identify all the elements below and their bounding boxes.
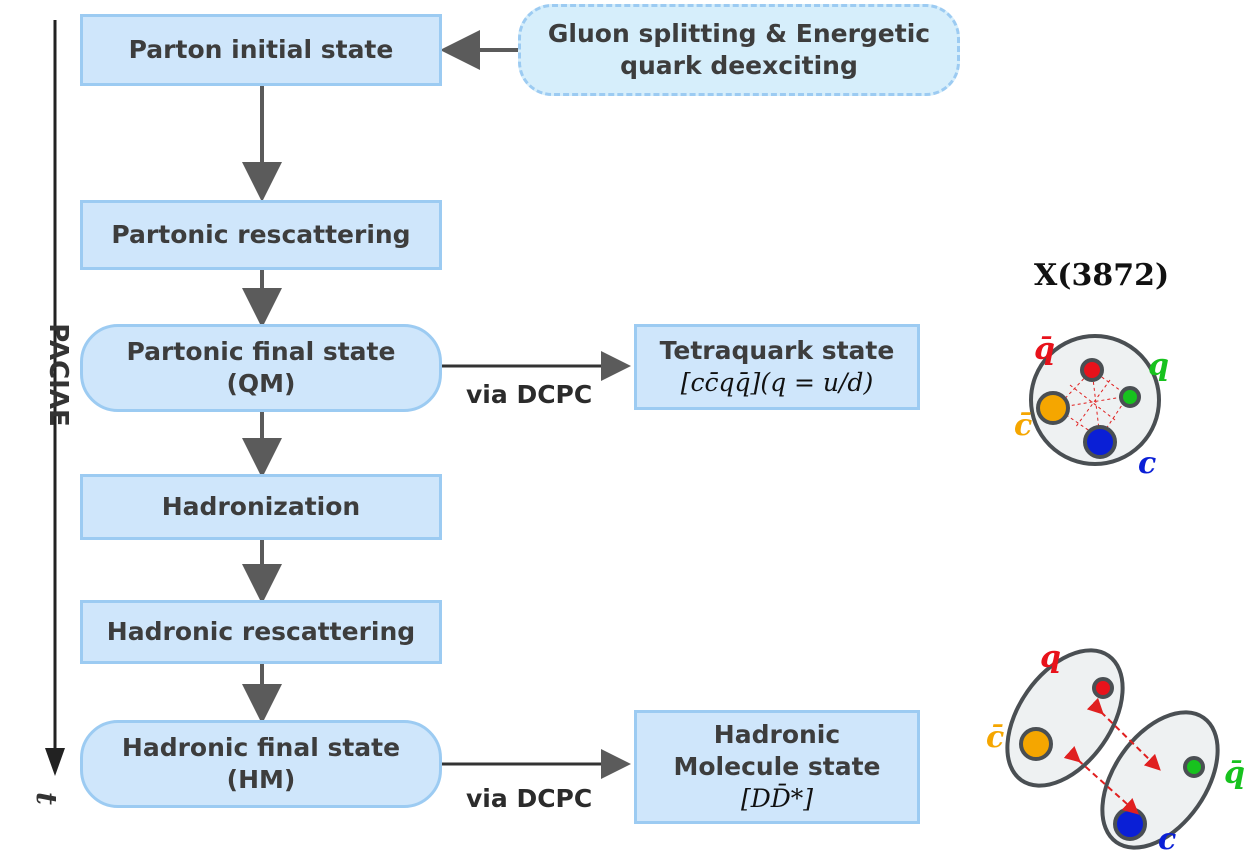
- qbar-dot-bottom: [1183, 756, 1205, 778]
- label-q-top: q: [1148, 348, 1169, 383]
- partonic-final-state-line2: (QM): [226, 369, 296, 398]
- tetraquark-state-box: Tetraquark state [cc̄qq̄](q = u/d): [634, 324, 920, 410]
- hadronic-final-state-box: Hadronic final state (HM): [80, 720, 442, 808]
- label-cbar-bottom: c̄: [986, 720, 1005, 755]
- gluon-splitting-line2: quark deexciting: [620, 51, 858, 80]
- molecule-title-line2: Molecule state: [673, 752, 881, 781]
- axis-label-paciae: PACIAE: [43, 323, 73, 427]
- parton-initial-state-text: Parton initial state: [128, 35, 394, 64]
- label-cbar-top: c̄: [1014, 408, 1033, 443]
- label-q-bottom: q: [1040, 640, 1061, 675]
- gluon-splitting-box: Gluon splitting & Energetic quark deexci…: [518, 4, 960, 96]
- time-axis-arrowhead: [45, 748, 65, 776]
- parton-initial-state-box: Parton initial state: [80, 14, 442, 86]
- tetraquark-illustration: [1029, 334, 1161, 466]
- x3872-title: X(3872): [1034, 258, 1170, 293]
- tetraquark-title: Tetraquark state: [659, 336, 895, 365]
- molecule-illustration: [1005, 648, 1220, 850]
- tetraquark-formula: [cc̄qq̄](q = u/d): [680, 368, 874, 397]
- partonic-final-state-line1: Partonic final state: [126, 337, 396, 366]
- molecule-red-arrow-1: [1086, 697, 1161, 771]
- via-dcpc-bottom-label: via DCPC: [466, 784, 593, 813]
- q-dot-top: [1119, 386, 1141, 408]
- axis-label-time: t: [29, 792, 63, 805]
- molecule-title-line1: Hadronic: [713, 720, 841, 749]
- molecule-formula: [DD̄*]: [740, 784, 814, 813]
- hadronic-rescattering-box: Hadronic rescattering: [80, 600, 442, 664]
- label-c-bottom: c: [1158, 822, 1177, 857]
- partonic-rescattering-text: Partonic rescattering: [111, 220, 411, 249]
- cbar-dot-bottom: [1019, 727, 1053, 761]
- via-dcpc-top-label: via DCPC: [466, 380, 593, 409]
- partonic-final-state-box: Partonic final state (QM): [80, 324, 442, 412]
- c-dot-bottom: [1113, 807, 1147, 841]
- q-dot-bottom: [1092, 677, 1114, 699]
- partonic-rescattering-box: Partonic rescattering: [80, 200, 442, 270]
- label-qbar-top: q̄: [1034, 332, 1055, 367]
- c-dot-top: [1083, 425, 1117, 459]
- molecule-state-box: Hadronic Molecule state [DD̄*]: [634, 710, 920, 824]
- label-qbar-bottom: q̄: [1224, 756, 1245, 791]
- hadronic-final-state-line1: Hadronic final state: [121, 733, 401, 762]
- hadronization-text: Hadronization: [161, 492, 361, 521]
- qbar-dot-top: [1080, 358, 1104, 382]
- hadronic-final-state-line2: (HM): [226, 765, 296, 794]
- label-c-top: c: [1138, 446, 1157, 481]
- hadronization-box: Hadronization: [80, 474, 442, 540]
- gluon-splitting-line1: Gluon splitting & Energetic: [547, 19, 931, 48]
- molecule-red-arrow-2: [1063, 746, 1139, 815]
- hadronic-rescattering-text: Hadronic rescattering: [106, 617, 416, 646]
- cbar-dot-top: [1036, 391, 1070, 425]
